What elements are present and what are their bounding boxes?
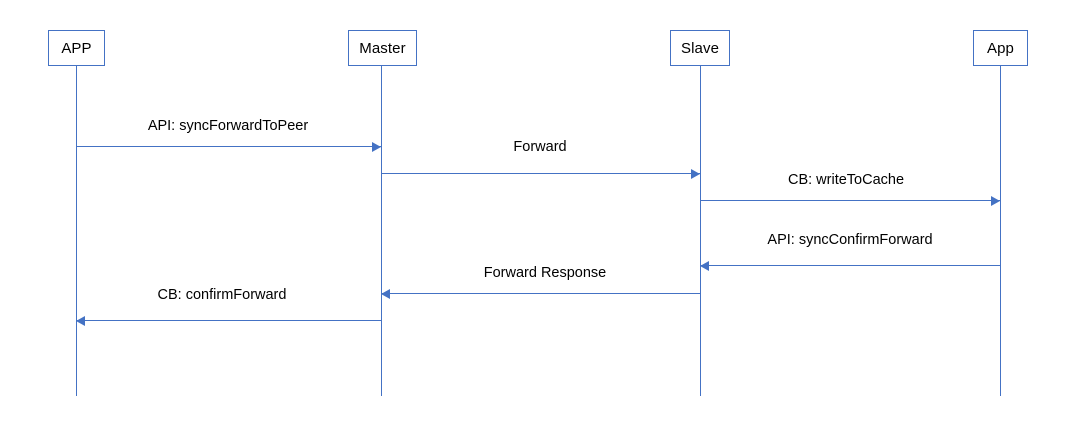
lifeline-master	[381, 66, 382, 396]
message-line-msg-5	[381, 293, 700, 294]
message-line-msg-4	[700, 265, 1000, 266]
participant-label-slave: Slave	[680, 39, 720, 57]
message-label-msg-1: API: syncForwardToPeer	[147, 118, 309, 134]
message-arrowhead-msg-6	[76, 316, 85, 326]
message-label-msg-6: CB: confirmForward	[157, 287, 287, 303]
participant-box-app-peer[interactable]: App	[973, 30, 1028, 66]
message-label-msg-3: CB: writeToCache	[787, 172, 905, 188]
participant-label-app-client: APP	[61, 39, 92, 57]
message-arrowhead-msg-5	[381, 289, 390, 299]
participant-box-slave[interactable]: Slave	[670, 30, 730, 66]
lifeline-app-client	[76, 66, 77, 396]
message-label-msg-2: Forward	[513, 139, 567, 155]
participant-box-master[interactable]: Master	[348, 30, 417, 66]
message-label-msg-4: API: syncConfirmForward	[767, 232, 933, 248]
message-label-msg-5: Forward Response	[483, 265, 607, 281]
message-arrowhead-msg-2	[691, 169, 700, 179]
participant-label-master: Master	[359, 39, 406, 57]
lifeline-slave	[700, 66, 701, 396]
participant-box-app-client[interactable]: APP	[48, 30, 105, 66]
message-arrowhead-msg-1	[372, 142, 381, 152]
message-arrowhead-msg-4	[700, 261, 709, 271]
message-line-msg-2	[381, 173, 700, 174]
message-line-msg-3	[700, 200, 1000, 201]
message-line-msg-1	[76, 146, 381, 147]
message-arrowhead-msg-3	[991, 196, 1000, 206]
lifeline-app-peer	[1000, 66, 1001, 396]
participant-label-app-peer: App	[987, 39, 1014, 57]
message-line-msg-6	[76, 320, 381, 321]
